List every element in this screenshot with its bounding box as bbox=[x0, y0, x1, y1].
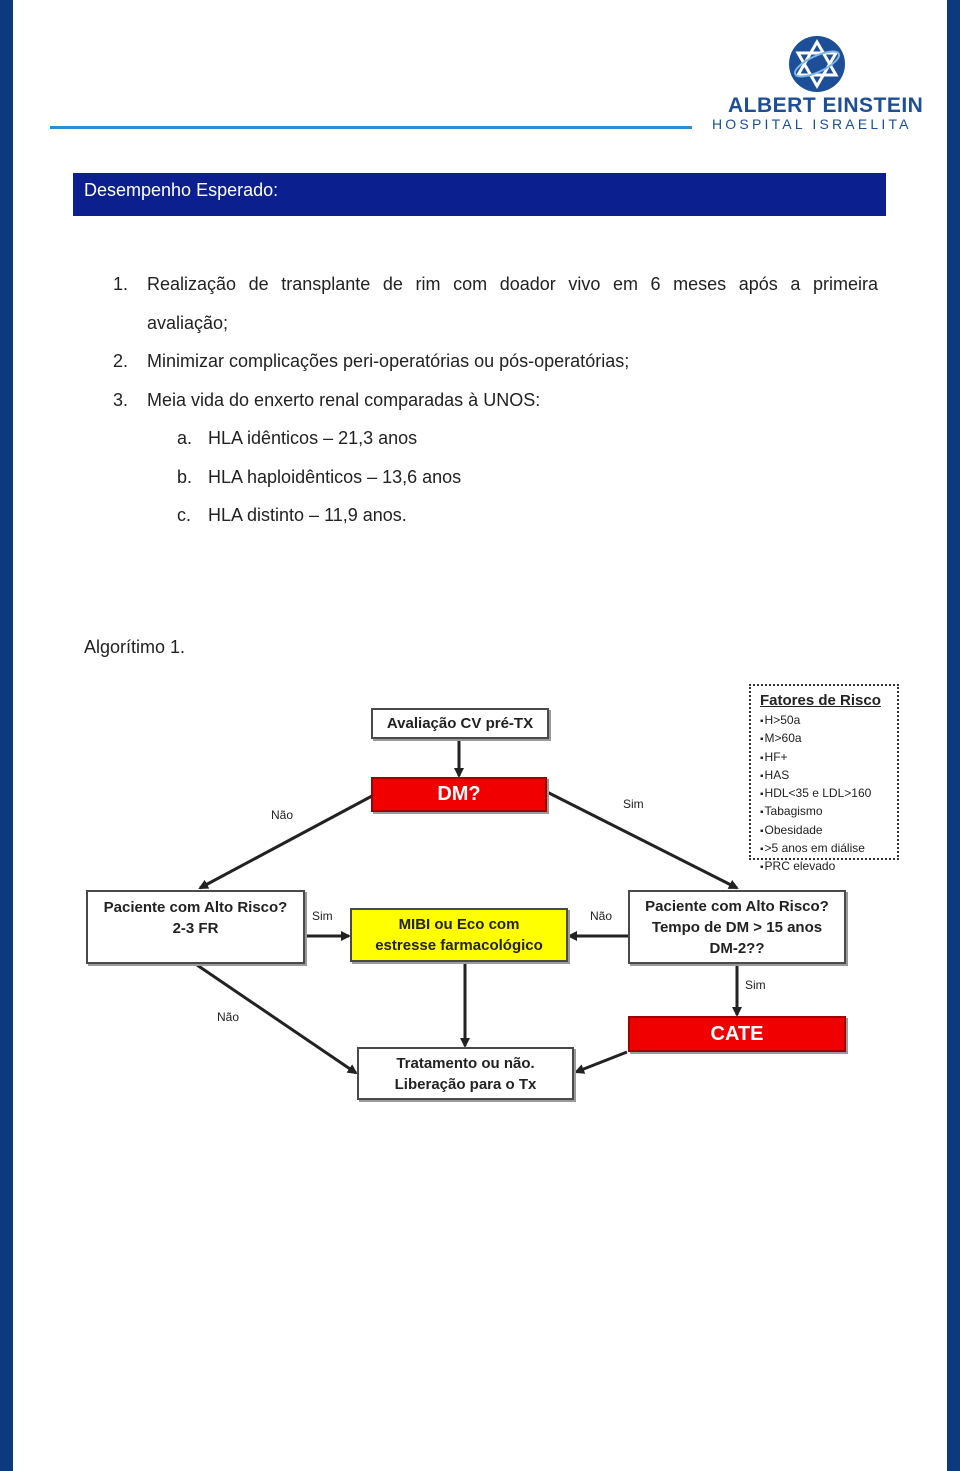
node-tratamento: Tratamento ou não. Liberação para o Tx bbox=[357, 1047, 574, 1100]
list-item: 3. Meia vida do enxerto renal comparadas… bbox=[113, 381, 878, 420]
node-mibi-label: MIBI ou Eco com estresse farmacológico bbox=[375, 916, 543, 954]
sub-list-text: HLA idênticos – 21,3 anos bbox=[208, 428, 418, 448]
sub-list-item: b. HLA haploidênticos – 13,6 anos bbox=[113, 458, 878, 497]
edge-label-dm-sim: Sim bbox=[623, 797, 644, 811]
edge-label-right-sim: Sim bbox=[745, 978, 766, 992]
list-item: 2. Minimizar complicações peri-operatóri… bbox=[113, 342, 878, 381]
objectives-list: 1. Realização de transplante de rim com … bbox=[113, 265, 878, 535]
risk-factor-item: >5 anos em diálise bbox=[760, 840, 897, 858]
list-number: 2. bbox=[113, 351, 129, 371]
list-number: 3. bbox=[113, 389, 129, 410]
risk-factor-item: Obesidade bbox=[760, 822, 897, 840]
list-text: Meia vida do enxerto renal comparadas à … bbox=[147, 389, 541, 410]
risk-factor-item: H>50a bbox=[760, 712, 897, 730]
risk-factor-item: Tabagismo bbox=[760, 803, 897, 821]
arrow-cate-to-tratamento bbox=[574, 1050, 628, 1074]
node-dm-label: DM? bbox=[437, 783, 481, 805]
edge-label-dm-nao: Não bbox=[271, 808, 294, 822]
node-paciente-left-label: Paciente com Alto Risco? 2-3 FR bbox=[103, 899, 288, 937]
arrow-dm-to-left bbox=[198, 794, 373, 890]
node-dm: DM? bbox=[371, 777, 547, 812]
right-border-bar bbox=[947, 0, 960, 1471]
logo-subtitle: HOSPITAL ISRAELITA bbox=[712, 116, 912, 132]
risk-factors-box: Fatores de Risco H>50a M>60a HF+ HAS HDL… bbox=[749, 684, 899, 873]
risk-factor-item: HF+ bbox=[760, 749, 897, 767]
node-tratamento-label: Tratamento ou não. Liberação para o Tx bbox=[394, 1054, 537, 1093]
logo-name: ALBERT EINSTEIN bbox=[728, 94, 924, 117]
arrow-left-to-tratamento bbox=[196, 963, 358, 1075]
header-divider bbox=[50, 126, 692, 129]
risk-factor-item: HDL<35 e LDL>160 bbox=[760, 785, 897, 803]
section-header: Desempenho Esperado: bbox=[73, 173, 886, 216]
node-cate: CATE bbox=[628, 1016, 846, 1052]
edge-label-right-nao: Não bbox=[590, 909, 613, 923]
node-avaliacao-cv: Avaliação CV pré-TX bbox=[371, 708, 549, 739]
arrow-dm-to-right bbox=[546, 790, 739, 890]
hospital-logo: ALBERT EINSTEIN HOSPITAL ISRAELITA bbox=[712, 34, 924, 134]
star-of-david-logo-icon bbox=[789, 36, 845, 92]
section-title: Desempenho Esperado: bbox=[84, 180, 279, 200]
risk-factor-item: HAS bbox=[760, 767, 897, 785]
left-border-bar bbox=[0, 0, 13, 1471]
node-paciente-alto-risco-right: Paciente com Alto Risco? Tempo de DM > 1… bbox=[628, 890, 846, 964]
list-text: Minimizar complicações peri-operatórias … bbox=[147, 351, 630, 371]
sub-list-letter: c. bbox=[177, 505, 192, 525]
risk-factor-item: M>60a bbox=[760, 730, 897, 748]
risk-factor-item: PRC elevado bbox=[760, 858, 897, 876]
list-item: 1. Realização de transplante de rim com … bbox=[113, 265, 878, 342]
list-number: 1. bbox=[113, 274, 129, 294]
sub-list-letter: b. bbox=[177, 466, 193, 487]
risk-factors-title: Fatores de Risco bbox=[760, 692, 881, 709]
node-paciente-right-label: Paciente com Alto Risco? Tempo de DM > 1… bbox=[645, 897, 829, 957]
edge-label-left-nao: Não bbox=[217, 1010, 240, 1024]
node-paciente-alto-risco-left: Paciente com Alto Risco? 2-3 FR bbox=[86, 890, 305, 964]
algorithm-label: Algorítimo 1. bbox=[84, 637, 186, 657]
node-mibi-eco: MIBI ou Eco com estresse farmacológico bbox=[350, 908, 568, 962]
node-cate-label: CATE bbox=[710, 1022, 764, 1045]
sub-list-item: c. HLA distinto – 11,9 anos. bbox=[113, 496, 878, 535]
sub-list-text: HLA haploidênticos – 13,6 anos bbox=[208, 466, 462, 487]
node-avaliacao-cv-label: Avaliação CV pré-TX bbox=[386, 715, 534, 732]
sub-list-letter: a. bbox=[177, 428, 193, 448]
list-text-continuation: avaliação; bbox=[147, 312, 229, 333]
sub-list-text: HLA distinto – 11,9 anos. bbox=[208, 505, 407, 525]
sub-list-item: a. HLA idênticos – 21,3 anos bbox=[113, 419, 878, 458]
edge-label-left-sim: Sim bbox=[312, 909, 333, 923]
list-text: Realização de transplante de rim com doa… bbox=[147, 274, 878, 294]
